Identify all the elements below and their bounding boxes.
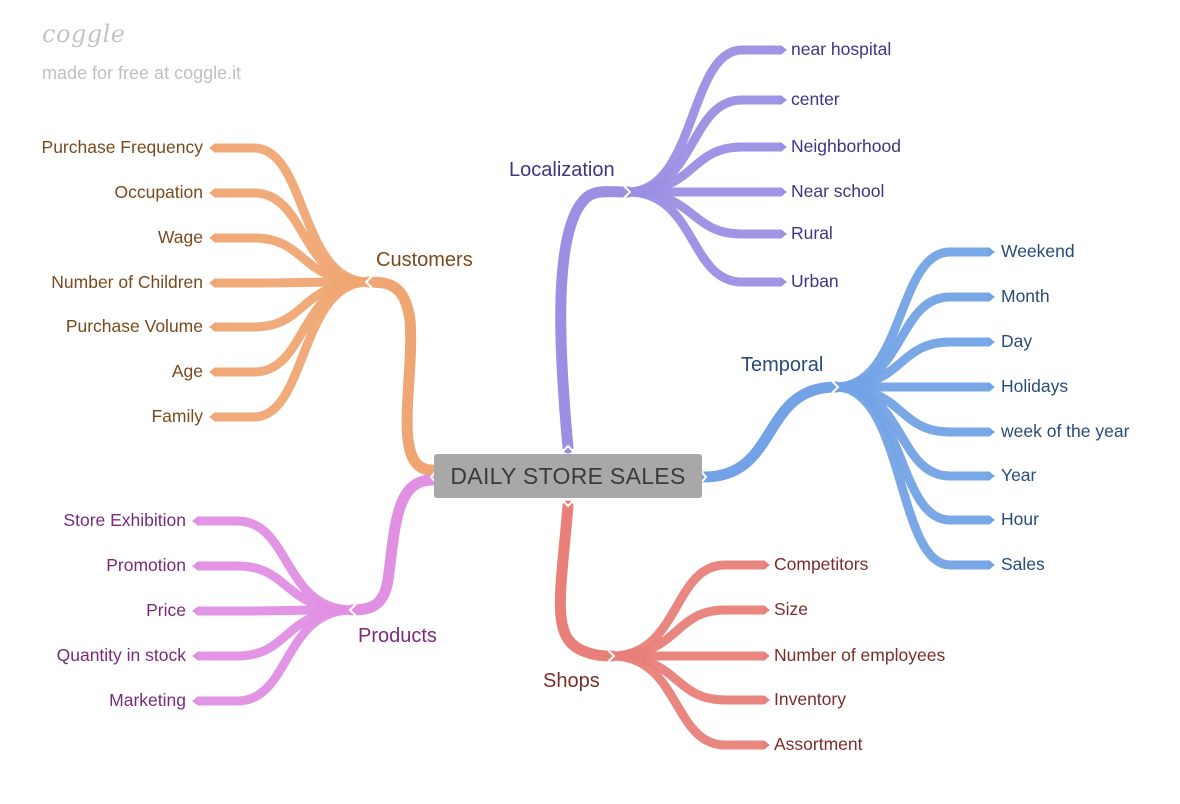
branch-trunk-temporal: [698, 381, 842, 483]
leaf-node-label[interactable]: Quantity in stock: [56, 645, 186, 665]
branch-trunk-shops: [554, 500, 618, 662]
leaf-arrow-tip: [192, 696, 199, 706]
branch-trunk-customers: [362, 276, 438, 476]
leaf-node-label[interactable]: Store Exhibition: [63, 510, 186, 530]
branch-label-products[interactable]: Products: [358, 625, 437, 647]
center-right-chevron: [699, 469, 708, 485]
branch-hub-marker: [831, 380, 840, 394]
leaf-arrow-tip: [988, 247, 995, 257]
leaf-node-label[interactable]: Purchase Volume: [65, 316, 203, 336]
leaf-node-label[interactable]: Sales: [1001, 554, 1045, 574]
leaf-node-label[interactable]: Inventory: [774, 689, 846, 709]
leaf-node-label[interactable]: Urban: [791, 271, 839, 291]
branch-hub-marker: [364, 275, 373, 289]
branch-products: [192, 474, 438, 706]
leaf-arrow-tip: [780, 95, 787, 105]
leaf-arrow-tip: [988, 560, 995, 570]
branch-hub-marker: [348, 603, 357, 617]
leaf-arrow-tip: [763, 560, 770, 570]
leaf-arrow-tip: [780, 187, 787, 197]
leaf-node-label[interactable]: Hour: [1001, 509, 1039, 529]
leaf-arrow-tip: [763, 651, 770, 661]
leaf-node-label[interactable]: Purchase Frequency: [41, 137, 203, 157]
branch-label-shops[interactable]: Shops: [543, 670, 600, 692]
branch-localization: [555, 45, 787, 454]
leaf-arrow-tip: [209, 322, 216, 332]
leaf-node-label[interactable]: Holidays: [1001, 376, 1069, 396]
branch-leaf-line: [607, 651, 768, 750]
branch-hub-marker: [607, 649, 616, 663]
leaf-arrow-tip: [988, 382, 995, 392]
leaf-arrow-tip: [209, 188, 216, 198]
leaf-node-label[interactable]: Age: [171, 361, 203, 381]
leaf-arrow-tip: [192, 516, 199, 526]
leaf-node-label[interactable]: Competitors: [774, 554, 869, 574]
leaf-node-label[interactable]: Number of Children: [51, 272, 203, 292]
leaf-node-label[interactable]: Assortment: [774, 734, 863, 754]
leaf-node-label[interactable]: Size: [774, 599, 809, 619]
leaf-node-label[interactable]: Marketing: [109, 690, 186, 710]
branch-customers: [209, 143, 438, 476]
leaf-arrow-tip: [209, 233, 216, 243]
leaf-node-label[interactable]: Day: [1001, 331, 1033, 351]
branch-leaf-line: [623, 187, 785, 287]
branch-trunk-localization: [555, 186, 634, 454]
branch-hub-marker: [623, 185, 632, 199]
branch-leaf-line: [211, 277, 373, 422]
leaf-arrow-tip: [209, 367, 216, 377]
leaf-arrow-tip: [988, 427, 995, 437]
branch-leaf-line: [194, 605, 357, 706]
leaf-arrow-tip: [780, 229, 787, 239]
leaf-arrow-tip: [192, 561, 199, 571]
branch-trunk-products: [346, 474, 438, 616]
leaf-arrow-tip: [988, 337, 995, 347]
leaf-node-label[interactable]: Family: [151, 406, 203, 426]
coggle-logo: coggle: [42, 20, 126, 48]
leaf-arrow-tip: [209, 143, 216, 153]
leaf-arrow-tip: [988, 471, 995, 481]
leaf-node-label[interactable]: Price: [146, 600, 186, 620]
leaf-node-label[interactable]: Number of employees: [774, 645, 946, 665]
leaf-arrow-tip: [988, 292, 995, 302]
leaf-node-label[interactable]: week of the year: [1001, 421, 1130, 441]
leaf-node-label[interactable]: Neighborhood: [791, 136, 901, 156]
leaf-arrow-tip: [209, 412, 216, 422]
leaf-node-label[interactable]: center: [791, 89, 840, 109]
leaf-node-label[interactable]: Month: [1001, 286, 1050, 306]
leaf-arrow-tip: [192, 651, 199, 661]
leaf-node-label[interactable]: Rural: [791, 223, 833, 243]
central-node[interactable]: DAILY STORE SALES: [434, 454, 702, 498]
leaf-node-label[interactable]: Wage: [157, 227, 203, 247]
leaf-arrow-tip: [763, 740, 770, 750]
branch-leaf-line: [831, 382, 993, 570]
leaf-node-label[interactable]: Promotion: [106, 555, 186, 575]
leaf-arrow-tip: [763, 695, 770, 705]
leaf-arrow-tip: [192, 606, 199, 616]
watermark-text[interactable]: made for free at coggle.it: [42, 63, 242, 83]
leaf-node-label[interactable]: Year: [1001, 465, 1037, 485]
center-bottom-chevron: [561, 499, 575, 508]
leaf-arrow-tip: [780, 277, 787, 287]
leaf-arrow-tip: [780, 142, 787, 152]
leaf-node-label[interactable]: Occupation: [114, 182, 203, 202]
leaf-node-label[interactable]: near hospital: [791, 39, 892, 59]
center-top-chevron: [561, 444, 575, 453]
central-node-label: DAILY STORE SALES: [450, 462, 686, 489]
leaf-arrow-tip: [780, 45, 787, 55]
leaf-arrow-tip: [988, 515, 995, 525]
leaf-node-label[interactable]: Near school: [791, 181, 885, 201]
branch-label-temporal[interactable]: Temporal: [741, 354, 824, 376]
branch-label-localization[interactable]: Localization: [509, 159, 615, 181]
branch-shops: [554, 500, 770, 750]
leaf-node-label[interactable]: Weekend: [1001, 241, 1075, 261]
branch-label-customers[interactable]: Customers: [376, 249, 473, 271]
leaf-arrow-tip: [209, 278, 216, 288]
branch-temporal: [698, 247, 995, 570]
leaf-arrow-tip: [763, 605, 770, 615]
